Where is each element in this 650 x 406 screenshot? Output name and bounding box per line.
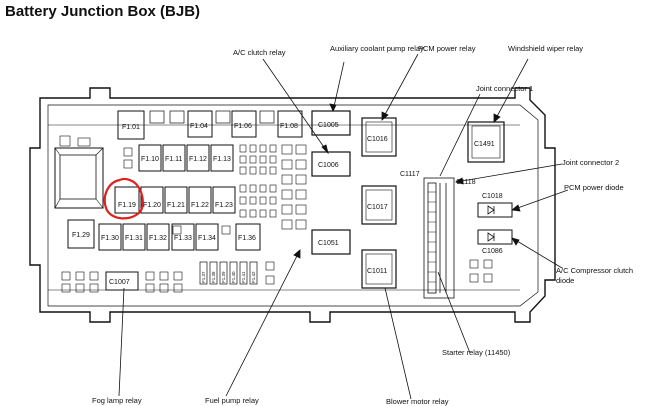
fuse-F1.12 — [186, 144, 210, 172]
fuse-F1.33 — [171, 223, 195, 251]
component-label: C1491 — [474, 141, 495, 148]
connector-C1491 — [467, 121, 505, 163]
joint-connector-strip — [423, 177, 455, 299]
component-label: F1.38 — [211, 271, 216, 283]
label-pcm-power-relay: PCM power relay — [418, 44, 476, 53]
diagram-title: Battery Junction Box (BJB) — [5, 3, 201, 20]
label-fuel-pump-relay: Fuel pump relay — [205, 396, 259, 405]
component-label: C1017 — [367, 204, 388, 211]
fuse-F1.31 — [122, 223, 146, 251]
component-label: F1.12 — [189, 156, 207, 163]
component-label: C1016 — [367, 136, 388, 143]
fuse-F1.21 — [164, 186, 188, 214]
fuse-F1.30 — [98, 223, 122, 251]
component-label: F1.04 — [190, 123, 208, 130]
fuse-F1.34 — [195, 223, 219, 251]
connector-C1017 — [361, 185, 397, 225]
component-label: F1.40 — [231, 271, 236, 283]
component-label: F1.13 — [213, 156, 231, 163]
component-label: F1.39 — [221, 271, 226, 283]
label-pcm-power-diode: PCM power diode — [564, 183, 624, 192]
component-label: F1.33 — [174, 235, 192, 242]
component-label: F1.10 — [141, 156, 159, 163]
component-label: C1005 — [318, 122, 339, 129]
label-ac-clutch-relay: A/C clutch relay — [233, 48, 286, 57]
connector-C1016 — [361, 117, 397, 157]
component-label: F1.11 — [165, 156, 182, 163]
connector-C1006 — [311, 151, 351, 177]
fuse-F1.13 — [210, 144, 234, 172]
fuse-F1.06 — [231, 110, 257, 138]
diode-C1086 — [477, 229, 513, 245]
connector-C1018: C1018 — [482, 193, 503, 200]
fuse-F1.22 — [188, 186, 212, 214]
component-label: F1.22 — [191, 202, 209, 209]
component-label: F1.30 — [101, 235, 119, 242]
component-label: F1.31 — [125, 235, 143, 242]
component-label: C1011 — [367, 268, 387, 275]
component-label: C1051 — [318, 240, 339, 247]
label-fog-lamp-relay: Fog lamp relay — [92, 396, 142, 405]
component-label: F1.19 — [118, 202, 136, 209]
label-joint-connector-1: Joint connector 1 — [476, 84, 534, 93]
component-label: F1.42 — [251, 271, 256, 283]
connector-C1007 — [105, 271, 139, 291]
component-label: F1.34 — [198, 235, 216, 242]
connector-C1086: C1086 — [482, 248, 503, 255]
component-label: F1.23 — [215, 202, 233, 209]
connector-C1118: C1118 — [456, 179, 476, 186]
label-ac-compressor-clutch-diode: A/C Compressor clutch diode — [556, 266, 634, 285]
fuse-F1.36 — [235, 223, 261, 251]
label-blower-motor-relay: Blower motor relay — [386, 397, 449, 406]
fuse-F1.10 — [138, 144, 162, 172]
connector-C1051 — [311, 229, 351, 255]
component-label: C1006 — [318, 162, 339, 169]
connector-C1005 — [311, 110, 351, 136]
fuse-F1.32 — [146, 223, 170, 251]
fuse-F1.11 — [162, 144, 186, 172]
fuse-F1.23 — [212, 186, 236, 214]
component-label: F1.37 — [201, 271, 206, 283]
component-label: F1.21 — [167, 202, 185, 209]
component-label: F1.06 — [234, 123, 252, 130]
component-label: F1.20 — [143, 202, 161, 209]
fuse-F1.20 — [140, 186, 164, 214]
label-joint-connector-2: Joint connector 2 — [562, 158, 620, 167]
left-mount-block — [54, 135, 104, 209]
callout-leaders — [118, 53, 569, 400]
component-label: F1.36 — [238, 235, 256, 242]
fuse-F1.01 — [117, 110, 145, 140]
housing-outline — [29, 87, 556, 323]
connector-C1011 — [361, 249, 397, 289]
fuse-label: F1.01 — [122, 124, 140, 131]
fuse-F1.19 — [114, 186, 140, 214]
fuse-F1.08 — [277, 110, 303, 138]
label-aux-coolant-pump-relay: Auxiliary coolant pump relay — [330, 44, 424, 53]
housing-inner-edge — [47, 104, 539, 307]
fuse-F1.29 — [67, 219, 95, 249]
component-label: C1007 — [109, 279, 130, 286]
connector-C1117: C1117 — [400, 171, 420, 178]
component-label: F1.08 — [280, 123, 298, 130]
diode-C1018 — [477, 202, 513, 218]
component-label: F1.32 — [149, 235, 167, 242]
fuse-F1.04 — [187, 110, 213, 138]
component-label: F1.41 — [241, 271, 246, 283]
component-label: F1.29 — [72, 232, 90, 239]
label-starter-relay: Starter relay (11450) — [442, 348, 511, 357]
tiny-fuse-bank — [199, 261, 258, 285]
highlight-circle — [103, 177, 144, 220]
label-windshield-wiper-relay: Windshield wiper relay — [508, 44, 584, 53]
mini-fuse-cluster-upper — [239, 144, 307, 230]
